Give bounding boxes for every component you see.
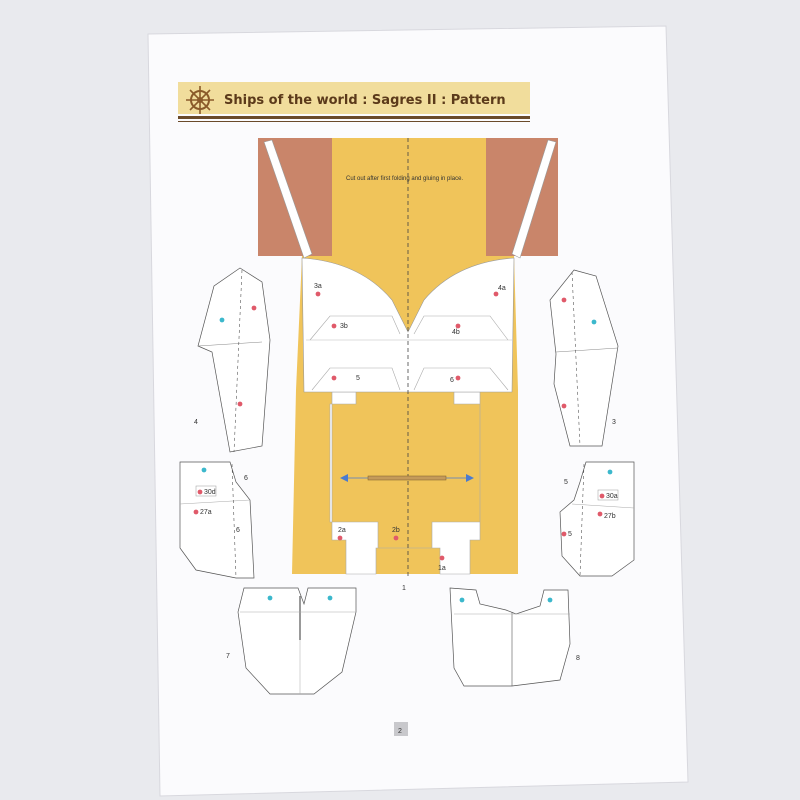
part-number-5: 5 bbox=[564, 479, 568, 486]
cut-out-note: Cut out after first folding and gluing i… bbox=[346, 176, 463, 182]
upper-white-region bbox=[301, 257, 515, 393]
code-2b: 2b bbox=[392, 527, 400, 534]
code-30a: 30a bbox=[606, 493, 618, 500]
strip-right bbox=[511, 139, 557, 259]
part-number-4: 4 bbox=[194, 419, 198, 426]
part-number-3: 3 bbox=[612, 419, 616, 426]
part-7: 7 bbox=[226, 587, 357, 695]
code-2a: 2a bbox=[338, 527, 346, 534]
code-3b: 3b bbox=[340, 323, 348, 330]
code-30d: 30d bbox=[204, 489, 216, 496]
spreader-bar bbox=[367, 475, 447, 481]
banner-underline-thin bbox=[178, 121, 530, 122]
page-number: 2 bbox=[398, 728, 402, 735]
title-banner: Ships of the world : Sagres II : Pattern bbox=[178, 82, 530, 122]
ship-wheel-icon bbox=[186, 86, 214, 114]
code-6: 6 bbox=[450, 377, 454, 384]
part-number-7: 7 bbox=[226, 653, 230, 660]
mustard-panel-top bbox=[332, 138, 486, 256]
code-27b: 27b bbox=[604, 513, 616, 520]
page-number-badge: 2 bbox=[394, 722, 408, 736]
code-6-side: 6 bbox=[236, 527, 240, 534]
strip-left bbox=[263, 139, 313, 259]
part-5: 30a 27b 5 5 bbox=[559, 461, 635, 577]
part-4: 4 bbox=[194, 267, 271, 453]
code-27a: 27a bbox=[200, 509, 212, 516]
banner-background bbox=[178, 82, 530, 114]
part-6: 30d 27a 6 6 bbox=[179, 461, 255, 579]
part-number-6: 6 bbox=[244, 475, 248, 482]
page-number-box bbox=[394, 722, 408, 736]
page-title: Ships of the world : Sagres II : Pattern bbox=[224, 93, 506, 108]
part-3: 3 bbox=[549, 269, 619, 447]
code-4b: 4b bbox=[452, 329, 460, 336]
part-number-8: 8 bbox=[576, 655, 580, 662]
banner-underline bbox=[178, 116, 530, 119]
code-3a: 3a bbox=[314, 283, 322, 290]
code-1a: 1a bbox=[438, 565, 446, 572]
code-5-side: 5 bbox=[568, 531, 572, 538]
code-4a: 4a bbox=[498, 285, 506, 292]
part-1-main-piece: Cut out after first folding and gluing i… bbox=[258, 138, 558, 592]
part-number-1: 1 bbox=[402, 585, 406, 592]
code-5: 5 bbox=[356, 375, 360, 382]
part-8: 8 bbox=[449, 587, 580, 687]
